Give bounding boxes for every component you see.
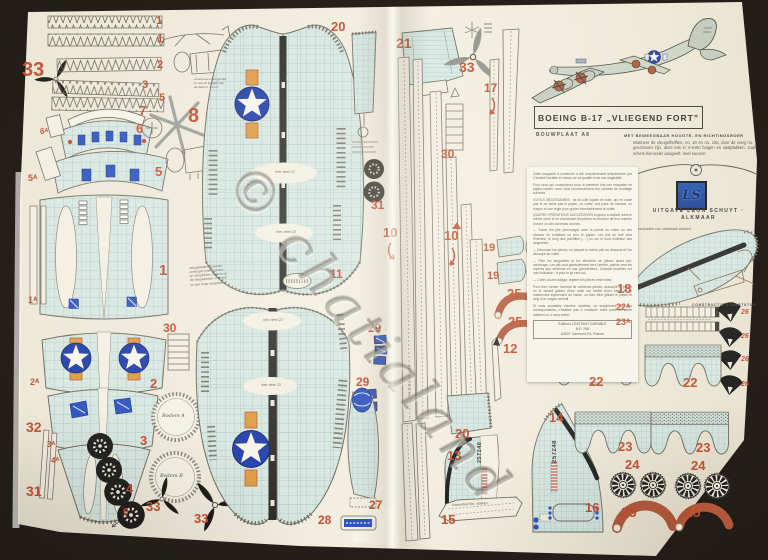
- part-number-label: 23ᴬ: [616, 317, 631, 327]
- french-instruction-label: Cette maquette à construire a été exclus…: [527, 167, 638, 382]
- part-number-label: 26: [741, 333, 749, 340]
- part-number-label: 26: [741, 356, 749, 363]
- part-number-label: 5: [155, 164, 163, 179]
- part-number-label: 22: [589, 374, 604, 389]
- part-number-label: 29: [368, 321, 382, 335]
- sheet-title-box: BOEING B-17 „VLIEGEND FORT”: [534, 106, 703, 129]
- part-number-label: 14: [549, 410, 564, 425]
- part-number-label: 18: [617, 281, 632, 296]
- part-number-label: 33: [194, 511, 209, 526]
- part-number-label: 30: [163, 321, 177, 335]
- feature-note: MET BEWEEGBAAR HOOGTE- EN RICHTINGSROER: [624, 133, 744, 138]
- french-paragraph: — Découper les pièces, en plaçant le car…: [533, 247, 632, 256]
- part-number-label: 4: [126, 481, 134, 496]
- part-number-label: 28: [318, 513, 332, 527]
- part-number-label: 19: [487, 270, 500, 282]
- part-number-label: 6: [136, 121, 144, 136]
- part-number-label: 2: [150, 376, 158, 391]
- part-number-label: 33: [22, 59, 45, 81]
- part-number-label: 5ᴬ: [28, 173, 38, 183]
- part-number-label: 13: [447, 448, 462, 463]
- part-number-label: 25: [508, 314, 523, 329]
- part-number-label: 2: [157, 59, 164, 71]
- french-paragraph: Pour ceux qui construisent pour la premi…: [533, 182, 632, 196]
- part-number-label: 7: [139, 103, 147, 118]
- part-number-label: 25: [507, 286, 522, 301]
- part-number-label: 12: [503, 341, 518, 356]
- part-number-label: 25: [685, 504, 701, 520]
- disc-caption-b: Bodem B: [160, 473, 183, 479]
- part-number-label: 26: [741, 381, 749, 388]
- part-number-label: 19: [483, 242, 496, 254]
- tail-caption: * (vouw)naden van staartstuk vlakken: [631, 227, 691, 231]
- part-number-label: 25: [621, 504, 637, 520]
- vleugelrib-caption: VLEUGELRIB: [407, 364, 412, 396]
- part-number-label: 5: [159, 92, 166, 104]
- engine-note: constructie motorgondel zo ook de gondel…: [194, 77, 227, 89]
- french-paragraph: Cette maquette à construire a été exclus…: [533, 172, 632, 181]
- part-number-label: 4ᴬ: [51, 456, 60, 465]
- part-number-label: 1: [156, 15, 163, 27]
- part-number-label: 17: [484, 81, 498, 95]
- part-number-label: 23: [618, 439, 633, 454]
- sheet-subtitle: BOUWPLAAT A8: [536, 132, 591, 138]
- part-number-label: 24: [691, 458, 706, 473]
- disc-caption-a: Bodem A: [162, 413, 185, 419]
- part-number-label: 30: [441, 147, 455, 161]
- part-number-label: 11: [330, 267, 343, 281]
- wing-oval-caption: hier deel 22: [263, 318, 283, 322]
- part-number-label: 33: [146, 499, 161, 514]
- part-number-label: 32: [26, 419, 42, 435]
- imprint-line: 63007 Clermont-Fd, France: [561, 331, 604, 336]
- part-number-label: 22: [683, 375, 698, 390]
- wing-oval-caption: hier deel 23: [261, 383, 281, 387]
- part-number-label: 20: [455, 426, 470, 441]
- part-number-label: 8: [188, 105, 200, 127]
- part-number-label: 20: [331, 19, 346, 34]
- french-paragraph: — Tracer les plis (amorçage) avec la poi…: [533, 228, 632, 246]
- publisher-logo-text: LS: [682, 188, 701, 203]
- wing-oval-caption: hier deel 22: [275, 170, 295, 174]
- part-number-label: 3: [140, 433, 148, 448]
- part-number-label: 27: [369, 498, 383, 512]
- part-number-label: 1: [159, 262, 168, 279]
- tail-construct-caption: CONSTRUCTIE STAARTSTUK: [692, 303, 757, 307]
- part-number-label: 10: [383, 225, 398, 240]
- part-number-label: 31: [26, 483, 42, 499]
- part-number-label: 23: [696, 440, 711, 455]
- french-paragraph: QUATRE OPÉRATIONS SUCCESSIVES toujours à…: [533, 213, 632, 226]
- wing-oval-caption: hier deel 23: [276, 230, 296, 234]
- part-number-label: 1ᴬ: [28, 295, 38, 305]
- part-number-label: 29: [356, 375, 370, 389]
- part-number-label: 2ᴬ: [30, 377, 40, 387]
- part-number-label: 26: [741, 309, 749, 316]
- wing-fold-note: vleugeldelen uitvouwen, ombuigen (niet v…: [189, 263, 228, 287]
- publisher-logo: LS: [676, 181, 707, 210]
- part-number-label: 21: [396, 35, 412, 51]
- part-number-label: 1: [157, 33, 164, 45]
- part-number-label: 31: [371, 198, 385, 212]
- part-number-label: 6ᴬ: [40, 127, 49, 136]
- dutch-note: Wanneer de vleugelhelften, no. 10 en no.…: [633, 140, 757, 156]
- sheet-title: BOEING B-17 „VLIEGEND FORT”: [537, 112, 700, 123]
- part-number-label: 33: [459, 59, 475, 75]
- french-paragraph: — Plier les languettes et les éléments d…: [533, 258, 632, 276]
- french-paragraph: OUTILS NÉCESSAIRES : de la colle liquide…: [533, 198, 632, 211]
- part-number-label: 3: [142, 79, 149, 91]
- part-number-label: 24: [625, 457, 640, 472]
- part-number-label: 15: [441, 512, 456, 527]
- part-number-label: 16: [585, 500, 600, 515]
- publisher-line: UITGAVE LEON SCHUYT · ALKMAAR: [652, 208, 745, 221]
- fin-serial: 257248: [476, 441, 483, 463]
- part-number-label: 9: [123, 507, 129, 518]
- part-number-label: 10: [444, 228, 459, 243]
- part-number-label: 22ᴬ: [616, 302, 631, 312]
- part-number-label: 3ᴬ: [47, 440, 56, 449]
